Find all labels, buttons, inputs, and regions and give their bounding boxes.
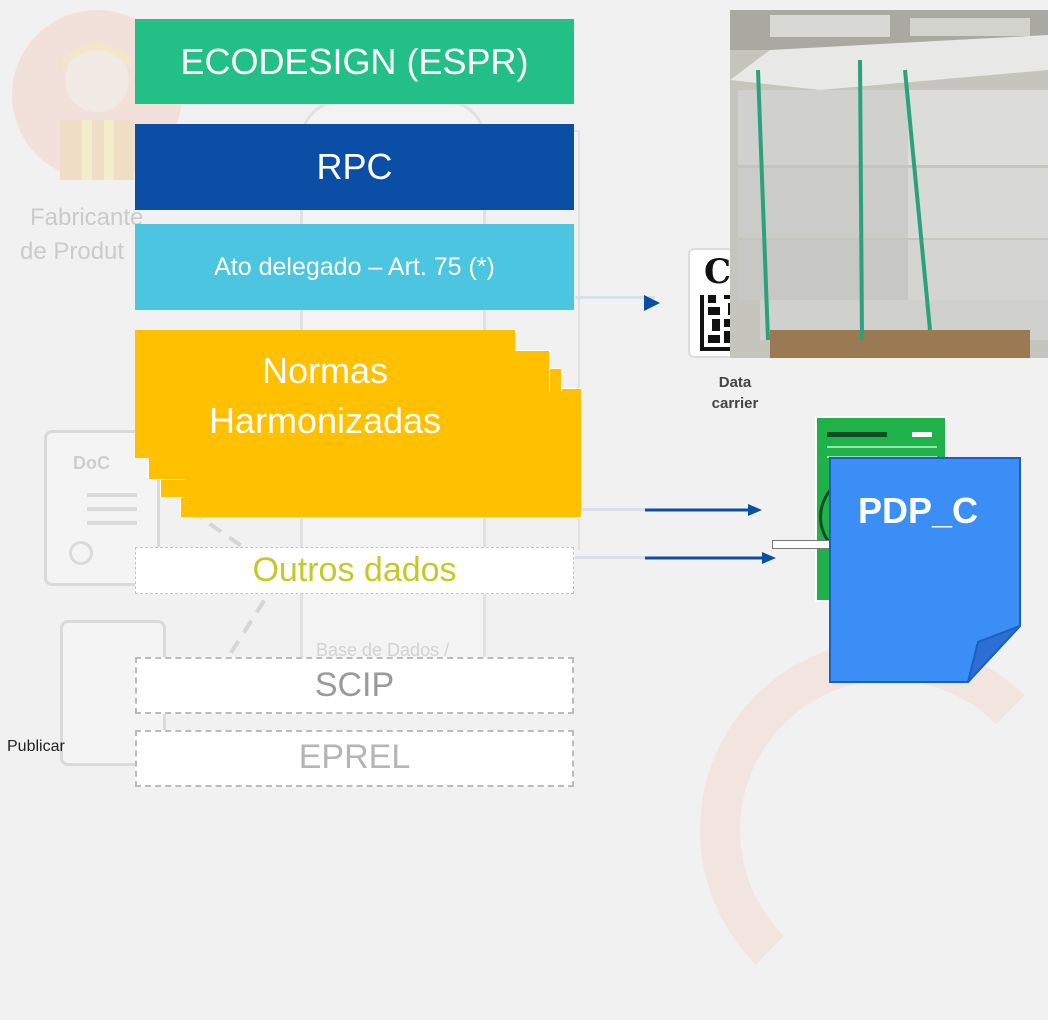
data-carrier-label: Data carrier xyxy=(700,372,770,414)
db-label: Base de Dados / xyxy=(316,640,450,660)
outros-dados-label: Outros dados xyxy=(252,551,457,589)
ecodesign-block: ECODESIGN (ESPR) xyxy=(135,19,574,104)
rpc-label: RPC xyxy=(316,146,393,187)
outros-dados-block: Outros dados xyxy=(135,547,574,594)
normas-card-fill xyxy=(185,392,579,515)
person-label-line1: Fabricante xyxy=(30,204,144,231)
pdp-document-icon xyxy=(829,457,1021,683)
data-carrier-label-line1: Data xyxy=(718,374,752,391)
decorative-arc xyxy=(700,640,1048,1020)
eprel-block: EPREL xyxy=(135,730,574,787)
scip-label: SCIP xyxy=(314,666,395,704)
rpc-block: RPC xyxy=(135,124,574,210)
connector-pin xyxy=(772,540,834,549)
data-carrier-label-line2: carrier xyxy=(711,395,759,412)
stone-pallet-photo xyxy=(730,10,1048,358)
normas-label: Normas Harmonizadas xyxy=(160,346,490,446)
eprel-label: EPREL xyxy=(298,738,411,776)
normas-label-line1: Normas xyxy=(261,350,389,391)
publicar-label: Publicar xyxy=(7,738,65,755)
doc-label: DoC xyxy=(73,453,110,473)
arrow-to-data-carrier xyxy=(644,295,660,311)
ato-delegado-block: Ato delegado – Art. 75 (*) xyxy=(135,224,574,310)
connector-line xyxy=(575,556,645,559)
ecodesign-label: ECODESIGN (ESPR) xyxy=(180,40,529,82)
connector-line xyxy=(575,508,645,511)
ato-delegado-label: Ato delegado – Art. 75 (*) xyxy=(214,252,495,281)
person-label-line2: de Produt xyxy=(20,238,125,265)
pdp-label: PDP_C xyxy=(858,490,979,531)
normas-label-line2: Harmonizadas xyxy=(208,400,442,441)
scip-block: SCIP xyxy=(135,657,574,714)
arrow-normas-to-pdp xyxy=(645,504,762,516)
connector-line xyxy=(575,296,655,299)
arrow-outros-to-pdp xyxy=(645,552,776,564)
connector-line xyxy=(578,130,580,550)
